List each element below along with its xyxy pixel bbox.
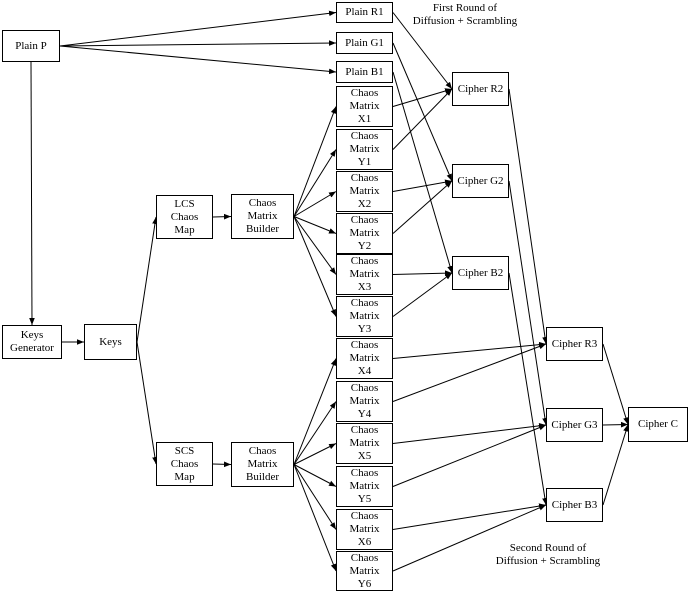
edge-builder_bottom-to-y4 [293, 401, 337, 465]
edge-scs-to-builder_bottom [212, 461, 232, 468]
edge-builder_top-to-y1 [293, 149, 337, 217]
edge-x6-to-cipher_b3 [392, 503, 547, 530]
edge-x5-to-cipher_g3 [392, 423, 547, 444]
cipher-r3-node: Cipher R3 [546, 327, 603, 361]
edge-plain_p-to-plain_r1 [59, 10, 337, 47]
chaos-matrix-x6-node: Chaos Matrix X6 [336, 509, 393, 550]
edge-cipher_b2-to-cipher_b3 [508, 272, 548, 506]
scs-chaos-map-node: SCS Chaos Map [156, 442, 213, 486]
plain-b1-node: Plain B1 [336, 61, 393, 83]
edge-builder_top-to-x3 [293, 216, 337, 275]
chaos-matrix-y1-node: Chaos Matrix Y1 [336, 129, 393, 170]
plain-r1-node: Plain R1 [336, 2, 393, 23]
edge-y5-to-cipher_g3 [392, 424, 547, 487]
edge-plain_p-to-keys_generator [29, 61, 35, 326]
cipher-r2-node: Cipher R2 [452, 72, 509, 106]
edge-builder_bottom-to-y6 [293, 464, 337, 572]
edge-plain_p-to-plain_g1 [59, 40, 337, 47]
plain-g1-node: Plain G1 [336, 32, 393, 54]
chaos-matrix-y6-node: Chaos Matrix Y6 [336, 551, 393, 591]
edge-builder_bottom-to-x6 [293, 464, 337, 530]
chaos-matrix-x1-node: Chaos Matrix X1 [336, 86, 393, 127]
edge-keys-to-lcs [136, 216, 158, 343]
edge-plain_g1-to-cipher_g2 [392, 42, 453, 182]
chaos-matrix-x5-node: Chaos Matrix X5 [336, 423, 393, 464]
second-round-caption: Second Round of Diffusion + Scrambling [495, 542, 601, 567]
edge-cipher_r3-to-cipher_c [602, 343, 629, 425]
edge-y3-to-cipher_b2 [392, 272, 453, 317]
edge-builder_top-to-y3 [293, 216, 337, 317]
edge-cipher_g2-to-cipher_g3 [508, 180, 548, 426]
edge-builder_top-to-x2 [293, 191, 337, 217]
first-round-caption: First Round of Diffusion + Scrambling [412, 2, 518, 27]
edge-x4-to-cipher_r3 [392, 341, 547, 359]
edge-cipher_b3-to-cipher_c [602, 424, 629, 506]
edge-builder_top-to-y2 [293, 216, 337, 234]
edge-plain_p-to-plain_b1 [59, 45, 337, 75]
cipher-g3-node: Cipher G3 [546, 408, 603, 442]
keys-generator-node: Keys Generator [2, 325, 62, 359]
chaos-matrix-y5-node: Chaos Matrix Y5 [336, 466, 393, 507]
edge-x1-to-cipher_r2 [392, 88, 453, 107]
lcs-chaos-map-node: LCS Chaos Map [156, 195, 213, 239]
cipher-b3-node: Cipher B3 [546, 488, 603, 522]
edge-builder_bottom-to-x4 [293, 358, 337, 465]
edge-builder_top-to-x1 [293, 106, 337, 217]
cipher-g2-node: Cipher G2 [452, 164, 509, 198]
chaos-matrix-builder-bottom-node: Chaos Matrix Builder [231, 442, 294, 487]
edge-cipher_g3-to-cipher_c [602, 421, 629, 428]
edge-y6-to-cipher_b3 [392, 504, 547, 572]
edge-builder_bottom-to-y5 [293, 464, 337, 487]
cipher-b2-node: Cipher B2 [452, 256, 509, 290]
edge-x3-to-cipher_b2 [392, 270, 453, 276]
edge-y4-to-cipher_r3 [392, 343, 547, 402]
chaos-matrix-x4-node: Chaos Matrix X4 [336, 338, 393, 379]
edge-x2-to-cipher_g2 [392, 179, 453, 192]
edge-plain_b1-to-cipher_b2 [392, 71, 453, 274]
chaos-matrix-x2-node: Chaos Matrix X2 [336, 171, 393, 212]
chaos-matrix-y3-node: Chaos Matrix Y3 [336, 296, 393, 337]
chaos-matrix-y4-node: Chaos Matrix Y4 [336, 381, 393, 422]
chaos-matrix-x3-node: Chaos Matrix X3 [336, 254, 393, 295]
chaos-matrix-builder-top-node: Chaos Matrix Builder [231, 194, 294, 239]
edge-cipher_r2-to-cipher_r3 [508, 88, 548, 345]
chaos-matrix-y2-node: Chaos Matrix Y2 [336, 213, 393, 254]
edge-lcs-to-builder_top [212, 213, 232, 220]
keys-node: Keys [84, 324, 137, 360]
edge-keys-to-scs [136, 341, 158, 465]
edge-y1-to-cipher_r2 [392, 88, 453, 150]
edge-plain_r1-to-cipher_r2 [392, 12, 453, 90]
cipher-c-node: Cipher C [628, 407, 688, 442]
edge-y2-to-cipher_g2 [392, 180, 453, 234]
edge-builder_bottom-to-x5 [293, 443, 337, 465]
plain-p-node: Plain P [2, 30, 60, 62]
